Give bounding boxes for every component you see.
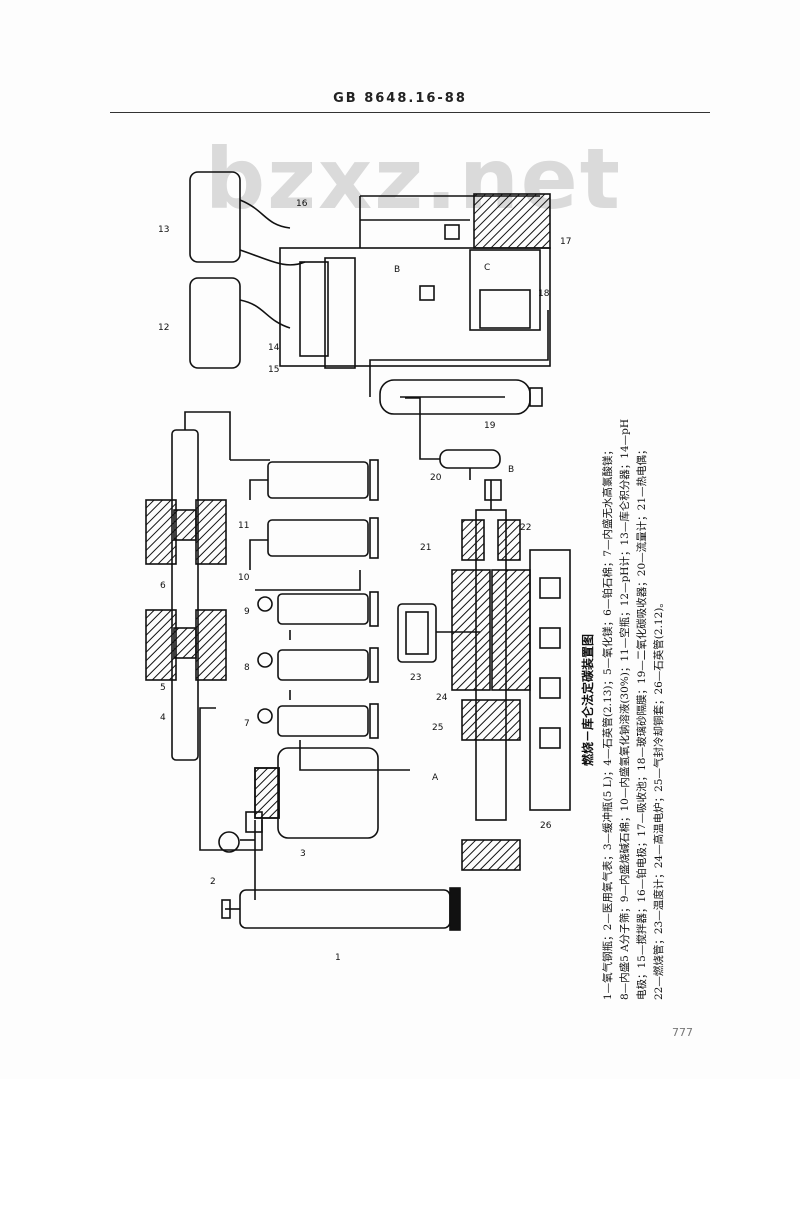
label-valve-b: B <box>508 465 514 475</box>
label-4: 4 <box>160 713 166 723</box>
label-25: 25 <box>432 723 443 733</box>
rotated-legend: 燃烧－库仑法定碳装置图 1—氧气钢瓶；2—医用氧气表；3—缓冲瓶(5 L)；4—… <box>580 400 710 1000</box>
label-17: 17 <box>560 237 571 247</box>
absorption-cell <box>279 193 551 369</box>
figure-caption: 燃烧－库仑法定碳装置图 <box>581 634 595 767</box>
label-5: 5 <box>160 683 166 693</box>
page-number: 777 <box>672 1026 693 1039</box>
ph-meter <box>189 277 241 369</box>
label-2: 2 <box>210 877 216 887</box>
label-electrode-c: C <box>484 263 490 273</box>
label-24: 24 <box>436 693 448 703</box>
header-rule <box>110 112 710 113</box>
label-6: 6 <box>160 581 166 591</box>
label-electrode-b: B <box>394 265 400 275</box>
flowmeter <box>405 397 501 480</box>
label-9: 9 <box>244 607 250 617</box>
label-8: 8 <box>244 663 250 673</box>
label-19: 19 <box>484 421 496 431</box>
apparatus-diagram: 1 2 3 4 5 6 7 8 9 10 11 12 13 14 15 16 1… <box>145 171 571 963</box>
coulometric-integrator <box>189 171 241 263</box>
label-23: 23 <box>410 673 421 683</box>
temperature-meter <box>397 603 480 663</box>
oxygen-regulator <box>218 811 263 900</box>
legend-line-2: 8—内盛5 A分子筛；9—内盛烧碱石棉；10—内盛氢氧化钠溶液(30%)；11—… <box>619 418 631 1000</box>
label-14: 14 <box>268 343 280 353</box>
oxygen-cylinder <box>221 887 461 931</box>
buffer-bottle <box>199 707 379 851</box>
drying-bottles <box>257 591 410 771</box>
figure-caption-block <box>770 680 800 1220</box>
standard-number: GB 8648.16-88 <box>333 91 467 106</box>
label-26: 26 <box>540 821 552 831</box>
label-21: 21 <box>420 543 431 553</box>
label-13: 13 <box>158 225 169 235</box>
legend-line-1: 1—氧气钢瓶；2—医用氧气表；3—缓冲瓶(5 L)；4—石英管(2.13)；5—… <box>602 444 614 1000</box>
combustion-furnace <box>451 479 571 871</box>
label-18: 18 <box>538 289 550 299</box>
wash-bottles <box>230 459 379 591</box>
label-7: 7 <box>244 719 250 729</box>
label-3: 3 <box>300 849 306 859</box>
legend-line-3: 电极；15—搅拌器；16—铂电极；17—吸收池；18—玻璃砂隔膜；19—二氧化碳… <box>636 444 648 1000</box>
label-22: 22 <box>520 523 531 533</box>
document-page: GB 8648.16-88 bzxz.net <box>110 91 710 1039</box>
label-15: 15 <box>268 365 279 375</box>
label-16: 16 <box>296 199 308 209</box>
label-20: 20 <box>430 473 442 483</box>
label-valve-a: A <box>432 773 439 783</box>
co2-absorber <box>369 310 549 415</box>
label-11: 11 <box>238 521 249 531</box>
label-1: 1 <box>335 953 341 963</box>
quartz-tube-purifier <box>145 411 231 761</box>
label-12: 12 <box>158 323 169 333</box>
label-10: 10 <box>238 573 250 583</box>
legend-line-4: 22—燃烧管；23—温度计；24—高温电炉；25—气封冷却铜套；26—石英管(2… <box>653 597 665 1000</box>
